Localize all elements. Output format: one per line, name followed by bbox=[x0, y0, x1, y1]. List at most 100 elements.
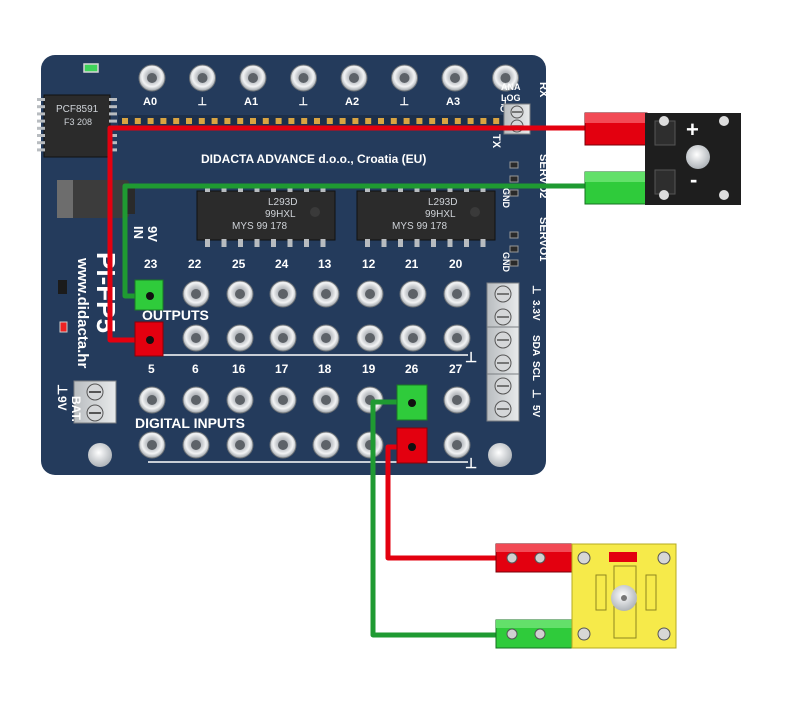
board-name: PI-FP5 bbox=[91, 252, 121, 333]
header-pin bbox=[314, 118, 320, 124]
header-pin bbox=[122, 118, 128, 124]
header-pin-strip bbox=[118, 115, 503, 127]
board-component bbox=[58, 280, 67, 294]
output-hole-13[interactable] bbox=[312, 280, 340, 308]
servo2-gnd-label: GND bbox=[501, 188, 511, 209]
analog-label: A1 bbox=[244, 96, 258, 108]
outputs-gnd: ⊥ bbox=[465, 349, 477, 365]
output-hole-26[interactable] bbox=[399, 324, 427, 352]
output-pin-label: 13 bbox=[318, 257, 332, 271]
minus-label: - bbox=[690, 167, 697, 192]
analog-label: ⊥ bbox=[299, 96, 309, 108]
input-hole[interactable] bbox=[226, 431, 254, 459]
power-led bbox=[83, 63, 99, 73]
website-label: www.didacta.hr bbox=[74, 257, 91, 368]
tx-label: TX bbox=[490, 134, 502, 149]
analog-label: ⊥ bbox=[501, 96, 511, 108]
analog-hole[interactable] bbox=[340, 64, 368, 92]
header-pin bbox=[147, 118, 154, 124]
header-pin bbox=[198, 118, 205, 124]
input-hole[interactable] bbox=[182, 431, 210, 459]
svg-text:SDA: SDA bbox=[530, 335, 541, 356]
output-hole-6[interactable] bbox=[182, 324, 210, 352]
output-hole-21[interactable] bbox=[399, 280, 427, 308]
output-hole-22[interactable] bbox=[182, 280, 210, 308]
output-hole-18[interactable] bbox=[312, 324, 340, 352]
input-hole[interactable] bbox=[269, 386, 297, 414]
header-pin bbox=[288, 118, 295, 124]
input-hole[interactable] bbox=[356, 431, 384, 459]
output-hole-27[interactable] bbox=[443, 324, 471, 352]
analog-label: ⊥ bbox=[400, 96, 410, 108]
header-pin bbox=[403, 118, 410, 124]
header-pin bbox=[352, 118, 359, 124]
output-hole-19[interactable] bbox=[356, 324, 384, 352]
header-pin bbox=[262, 118, 269, 124]
header-pin bbox=[390, 118, 397, 124]
output-pin-label: 21 bbox=[405, 257, 419, 271]
analog-hole[interactable] bbox=[441, 64, 469, 92]
header-pin bbox=[480, 118, 487, 124]
red-wire-button bbox=[107, 125, 590, 343]
input-hole[interactable] bbox=[312, 386, 340, 414]
input-hole[interactable] bbox=[138, 386, 166, 414]
servo1-gnd-label: GND bbox=[501, 252, 511, 273]
inputs-title: DIGITAL INPUTS bbox=[135, 415, 245, 431]
header-pin bbox=[326, 118, 333, 124]
adc-chip-line2: F3 208 bbox=[64, 117, 92, 127]
analog-hole[interactable] bbox=[391, 64, 418, 92]
output-hole-17[interactable] bbox=[269, 324, 297, 352]
output-hole-12[interactable] bbox=[356, 280, 384, 308]
svg-text:99HXL: 99HXL bbox=[425, 209, 456, 220]
mounting-hole bbox=[488, 443, 512, 467]
analog-hole[interactable] bbox=[239, 64, 267, 92]
output-hole-16[interactable] bbox=[226, 324, 254, 352]
header-pin bbox=[173, 118, 180, 124]
svg-text:⊥: ⊥ bbox=[530, 389, 542, 399]
header-pin bbox=[224, 118, 231, 124]
analog-hole[interactable] bbox=[492, 64, 519, 92]
output-pin-label: 26 bbox=[405, 362, 419, 376]
output-pin-label: 24 bbox=[275, 257, 289, 271]
output-hole-20[interactable] bbox=[443, 280, 471, 308]
analog-label: A2 bbox=[345, 96, 359, 108]
header-pin bbox=[339, 118, 346, 124]
i2c-terminal-block bbox=[486, 282, 520, 422]
analog-label: ⊥ bbox=[198, 96, 208, 108]
output-hole-25[interactable] bbox=[226, 280, 254, 308]
header-pin bbox=[429, 118, 436, 124]
header-pin bbox=[250, 118, 256, 124]
in-label: IN bbox=[131, 226, 146, 239]
plug-green-23 bbox=[134, 279, 164, 311]
mounting-hole bbox=[88, 443, 112, 467]
analog-hole[interactable] bbox=[138, 64, 166, 92]
output-pin-label: 12 bbox=[362, 257, 376, 271]
input-hole[interactable] bbox=[443, 386, 471, 414]
input-hole[interactable] bbox=[443, 431, 471, 459]
input-hole[interactable] bbox=[182, 386, 210, 414]
svg-text:99HXL: 99HXL bbox=[265, 209, 296, 220]
output-hole-24[interactable] bbox=[269, 280, 297, 308]
digital-inputs-bottom bbox=[138, 431, 471, 459]
plug-red-input bbox=[396, 427, 428, 464]
battery-terminal bbox=[73, 380, 117, 424]
driver-chip-1: L293D 99HXL MYS 99 178 bbox=[196, 190, 336, 241]
bat-9v-label: 9V bbox=[55, 396, 69, 411]
header-pin bbox=[454, 118, 461, 124]
input-hole[interactable] bbox=[226, 386, 254, 414]
input-hole[interactable] bbox=[269, 431, 297, 459]
push-button-icon bbox=[686, 145, 710, 169]
header-pin bbox=[301, 118, 308, 124]
driver-chip-2: L293D 99HXL MYS 99 178 bbox=[356, 190, 496, 241]
analog-hole[interactable] bbox=[189, 64, 216, 92]
analog-hole[interactable] bbox=[290, 64, 317, 92]
svg-text:MYS 99 178: MYS 99 178 bbox=[232, 221, 287, 232]
servo2-label: SERVO2 bbox=[537, 154, 549, 198]
output-pin-label: 22 bbox=[188, 257, 202, 271]
input-hole[interactable] bbox=[138, 431, 166, 459]
input-hole[interactable] bbox=[312, 431, 340, 459]
rx-label: RX bbox=[537, 82, 549, 98]
